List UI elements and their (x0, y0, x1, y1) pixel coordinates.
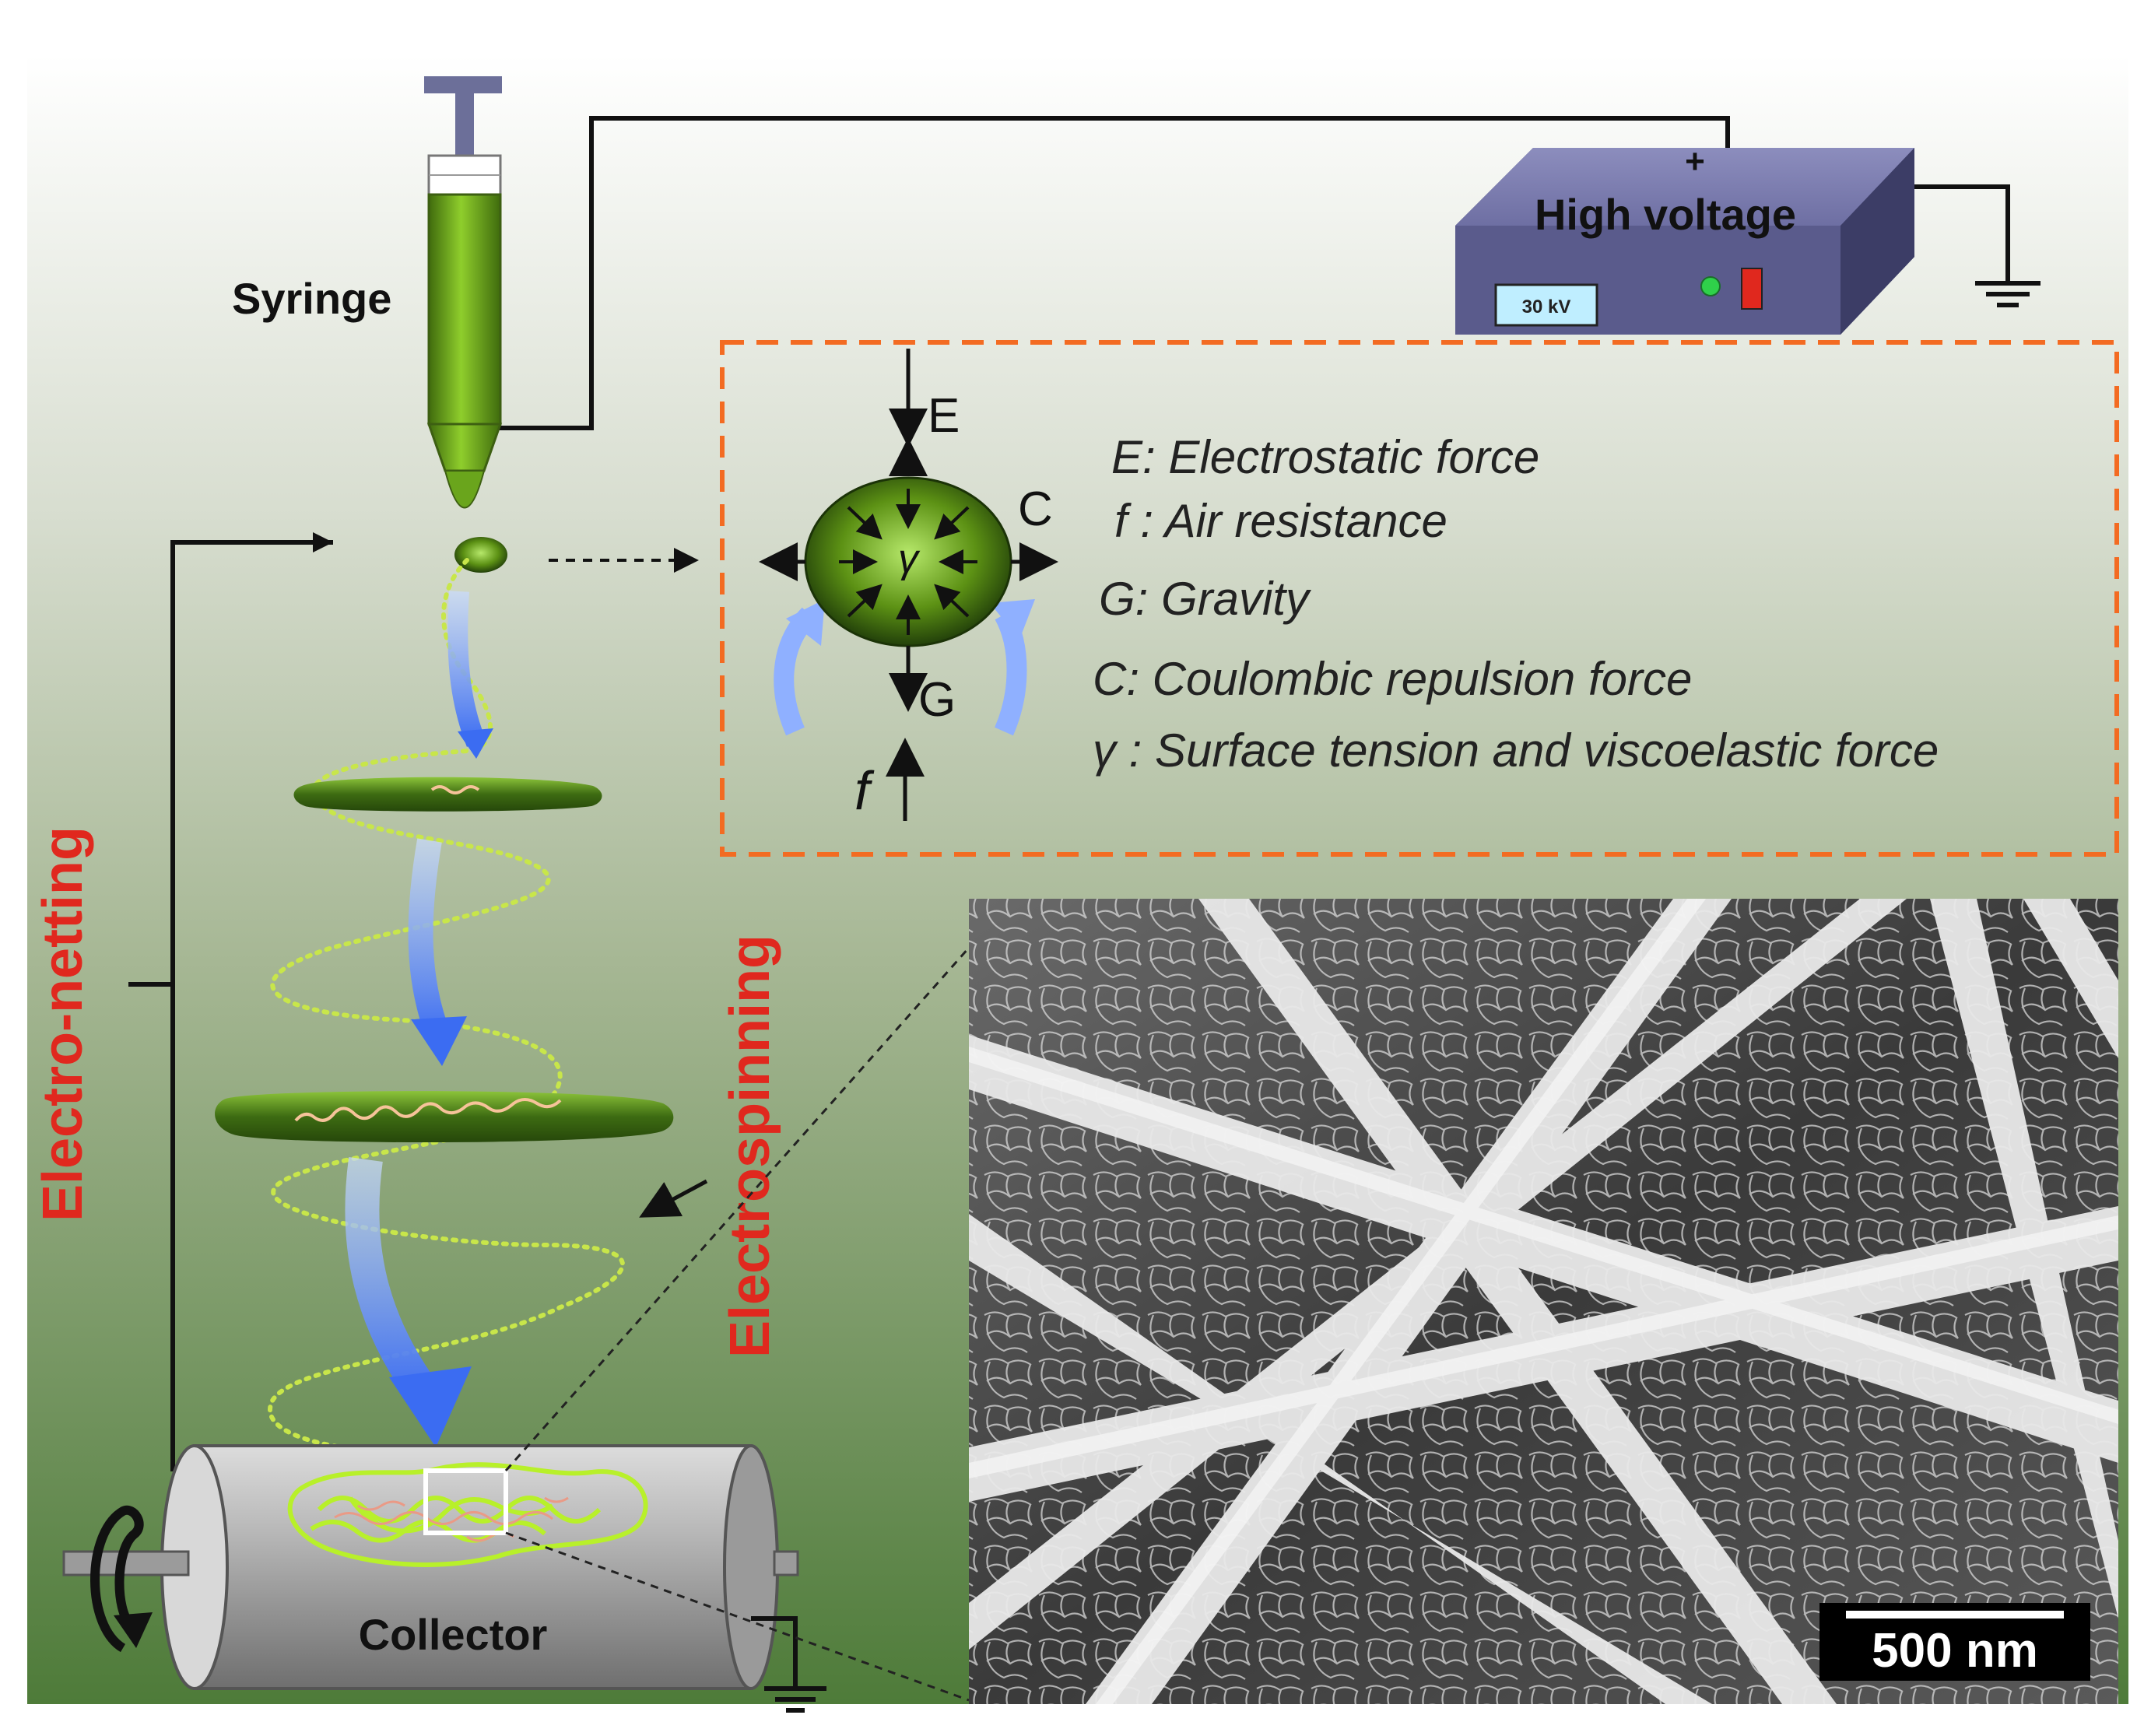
zoom-line-top (504, 947, 970, 1471)
syringe-label: Syringe (232, 274, 391, 323)
high-voltage-label: High voltage (1535, 190, 1796, 239)
c-force-label: C (1018, 482, 1053, 536)
zoom-region-box (423, 1468, 508, 1535)
electrospinning-pointer (639, 1179, 708, 1218)
force-analysis-box (720, 340, 2119, 857)
force-diagram: γ E C G f (759, 349, 1058, 821)
flow-arrow-3 (345, 1157, 444, 1412)
electro-netting-label: Electro-netting (32, 826, 94, 1222)
gamma-symbol: γ (898, 536, 921, 581)
legend-gravity: G: Gravity (1099, 573, 1312, 625)
flow-arrow-3-head (389, 1366, 472, 1447)
plus-sign: + (1685, 142, 1705, 181)
collector-drum (62, 1444, 799, 1690)
collector-label: Collector (359, 1610, 548, 1659)
flow-arrow-2-head (411, 1016, 467, 1066)
electrospinning-label: Electrospinning (719, 935, 781, 1358)
bracket-arrow-top (313, 532, 333, 552)
voltage-display-value: 30 kV (1522, 296, 1571, 317)
jet-whipping-path (268, 558, 625, 1456)
flow-arrow-1 (447, 591, 486, 747)
g-force-label: G (918, 673, 956, 727)
rotation-arrow-icon (90, 1505, 144, 1653)
e-force-label: E (928, 389, 960, 443)
air-flow-left-head (786, 599, 825, 646)
power-indicator-light (1700, 276, 1721, 296)
flow-arrow-1-head (458, 728, 493, 759)
high-voltage-wire (492, 116, 1730, 430)
force-legend: E: Electrostatic force f : Air resistanc… (1093, 431, 1939, 777)
legend-coulombic: C: Coulombic repulsion force (1093, 653, 1692, 705)
jet-segment-2 (215, 1091, 674, 1143)
flow-arrow-2 (408, 838, 451, 1043)
sem-micrograph: 500 nm (969, 899, 2118, 1704)
air-flow-right-head (990, 599, 1035, 640)
droplet (454, 537, 507, 573)
scale-bar-line (1846, 1611, 2064, 1619)
zoom-line-bottom (505, 1531, 970, 1702)
rotation-arrowhead (114, 1612, 153, 1648)
legend-electrostatic: E: Electrostatic force (1111, 431, 1539, 483)
high-voltage-supply: High voltage + 30 kV (1455, 142, 1914, 335)
syringe (424, 76, 503, 509)
inward-tension-arrows (839, 489, 977, 635)
jet-segment-1 (293, 777, 602, 812)
scale-bar-label: 500 nm (1872, 1624, 2038, 1678)
legend-surface-tension: γ : Surface tension and viscoelastic for… (1093, 724, 1939, 777)
collector-ground-icon (751, 1616, 826, 1713)
high-voltage-ground-icon (1914, 184, 2041, 307)
legend-air-resistance: f : Air resistance (1114, 495, 1447, 547)
voltage-display (1494, 283, 1598, 327)
power-switch (1741, 268, 1763, 310)
